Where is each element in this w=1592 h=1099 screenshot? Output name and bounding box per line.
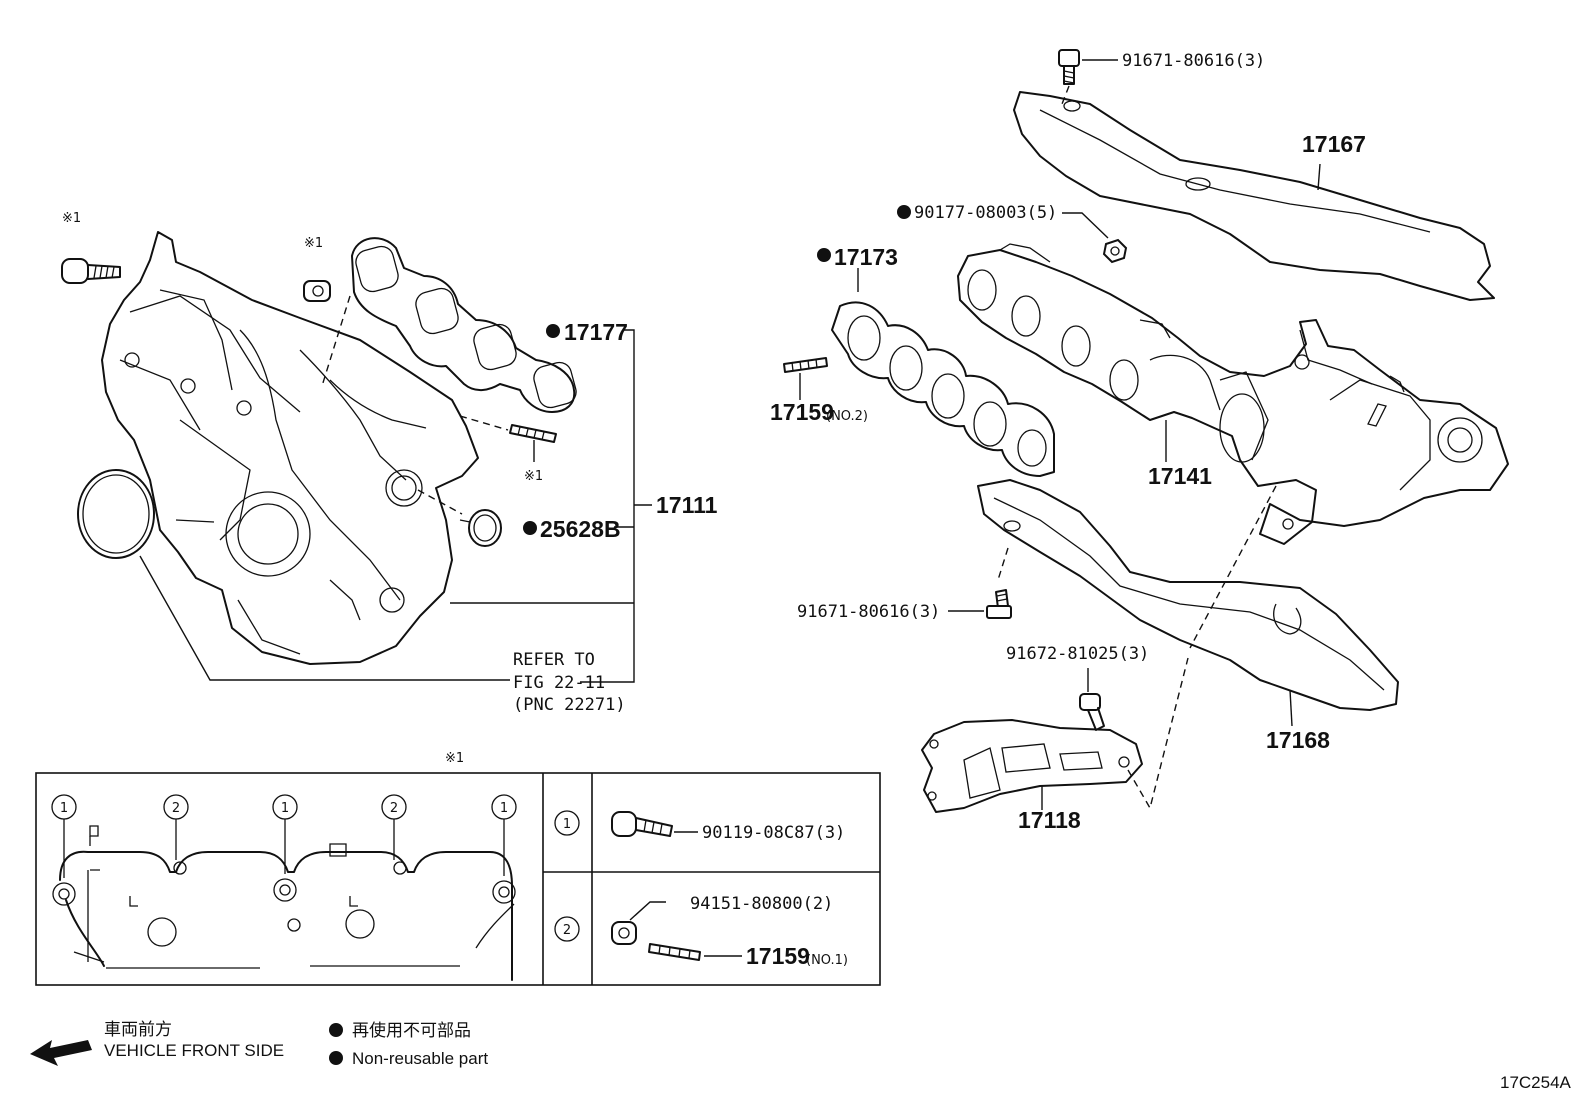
legend-nonreuse-en: Non-reusable part [352, 1049, 488, 1068]
inset-box [35, 772, 881, 986]
bolt-90119-08c87[interactable] [611, 811, 673, 837]
label-17168[interactable]: 17168 [1266, 727, 1330, 753]
svg-text:2: 2 [390, 801, 398, 816]
intake-bolt-ref1[interactable] [61, 258, 121, 284]
nut-90177[interactable] [1102, 238, 1128, 264]
legend-front-en: VEHICLE FRONT SIDE [104, 1041, 284, 1060]
ref-1-marker: ※1 [62, 211, 81, 226]
label-17159-no1[interactable]: 17159 [746, 943, 810, 969]
ref-1-marker: ※1 [304, 236, 323, 251]
inset-marker-1b: 1 [272, 794, 298, 902]
exhaust-gasket-17173[interactable] [831, 301, 1055, 477]
refer-to-text: REFER TO [513, 650, 595, 670]
svg-text:2: 2 [172, 801, 180, 816]
label-17141[interactable]: 17141 [1148, 463, 1212, 489]
legend-nonreuse-jp: 再使用不可部品 [352, 1020, 471, 1040]
non-reusable-dot-icon [329, 1023, 343, 1037]
exhaust-manifold-17141[interactable] [957, 243, 1509, 545]
non-reusable-dot [546, 324, 560, 338]
throttle-body-gasket[interactable] [77, 469, 155, 559]
legend-front-jp: 車両前方 [104, 1020, 172, 1039]
label-17159-no1-note: (NO.1) [806, 953, 848, 968]
inset-marker-2a: 2 [163, 794, 189, 860]
label-17159-no2[interactable]: 17159 [770, 399, 834, 425]
label-17173[interactable]: 17173 [834, 244, 898, 270]
non-reusable-dot [817, 248, 831, 262]
label-nut-90177[interactable]: 90177-08003(5) [914, 203, 1057, 223]
inset-title: ※1 [445, 751, 464, 766]
bolt-91671-top[interactable] [1058, 49, 1080, 85]
refer-fig-text[interactable]: FIG 22-11 [513, 673, 605, 693]
label-90119-08c87[interactable]: 90119-08C87(3) [702, 823, 845, 843]
label-17159-note: (NO.2) [826, 409, 868, 424]
inset-marker-2b: 2 [381, 794, 407, 860]
label-17111[interactable]: 17111 [656, 492, 718, 518]
inset-row-2-marker: 2 [554, 916, 580, 942]
non-reusable-dot [897, 205, 911, 219]
gasket-25628b[interactable] [459, 509, 502, 547]
ref-1-marker: ※1 [524, 469, 543, 484]
label-25628b[interactable]: 25628B [540, 516, 621, 542]
label-bolt-91672[interactable]: 91672-81025(3) [1006, 644, 1149, 664]
label-17177[interactable]: 17177 [564, 319, 628, 345]
svg-text:1: 1 [500, 801, 508, 816]
intake-stud-ref1[interactable] [509, 424, 557, 443]
label-17167[interactable]: 17167 [1302, 131, 1366, 157]
inset-marker-1a: 1 [51, 794, 77, 906]
svg-text:1: 1 [563, 817, 571, 832]
intake-manifold-17111[interactable] [101, 231, 479, 665]
heat-insulator-17168[interactable] [977, 479, 1399, 711]
stud-17159-no1[interactable] [648, 943, 701, 961]
svg-text:1: 1 [60, 801, 68, 816]
label-17118[interactable]: 17118 [1018, 807, 1081, 833]
label-bolt-91671-top[interactable]: 91671-80616(3) [1122, 51, 1265, 71]
heat-insulator-17167[interactable] [1013, 91, 1495, 301]
inset-row-1-marker: 1 [554, 810, 580, 836]
non-reusable-dot-icon [329, 1051, 343, 1065]
bolt-91672[interactable] [1079, 693, 1105, 731]
nut-94151-80800[interactable] [611, 921, 637, 945]
refer-pnc-text: (PNC 22271) [513, 695, 626, 715]
svg-text:2: 2 [563, 923, 571, 938]
bolt-91671-mid[interactable] [986, 589, 1012, 619]
label-bolt-91671-mid[interactable]: 91671-80616(3) [797, 602, 940, 622]
non-reusable-dot [523, 521, 537, 535]
svg-text:1: 1 [281, 801, 289, 816]
vehicle-front-arrow-icon [30, 1040, 92, 1066]
intake-gasket-17177[interactable] [351, 237, 579, 413]
bracket-17118[interactable] [921, 719, 1143, 813]
label-94151-80800[interactable]: 94151-80800(2) [690, 894, 833, 914]
inset-marker-1c: 1 [491, 794, 517, 904]
inset-flange-drawing [59, 825, 515, 981]
figure-code: 17C254A [1500, 1073, 1572, 1092]
stud-17159-no2[interactable] [783, 357, 828, 373]
intake-nut-ref1[interactable] [303, 280, 331, 302]
